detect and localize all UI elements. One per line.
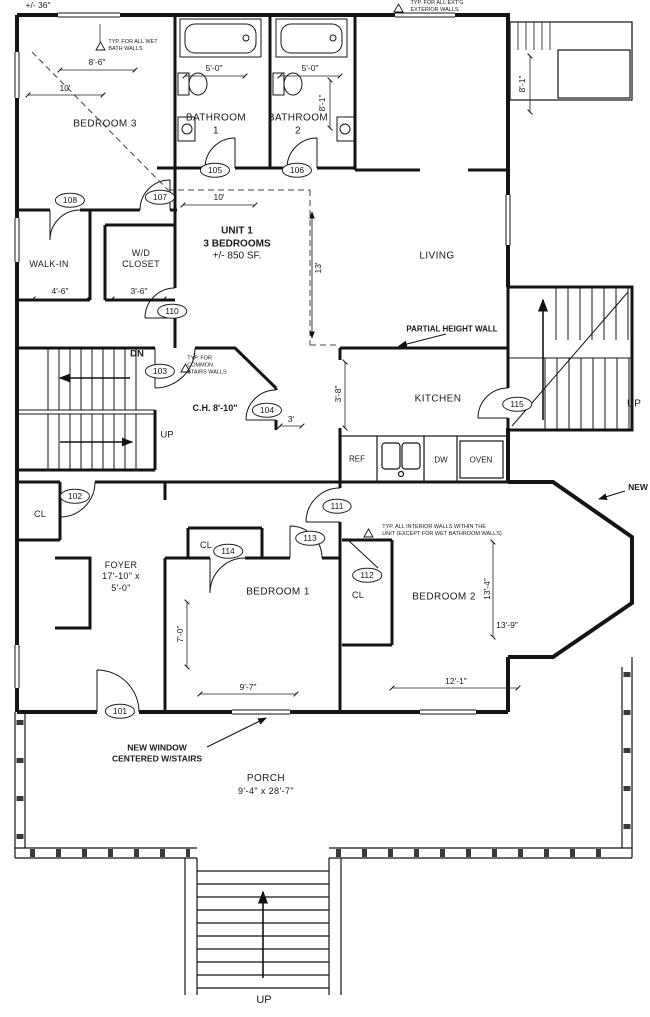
dim-walkin-width: 4'-6" bbox=[51, 286, 69, 296]
dim-bedroom2-diag: 13'-9" bbox=[496, 620, 518, 630]
note-common-stairs-walls: TYP. FOR COMMON STAIRS WALLS bbox=[187, 355, 227, 376]
note-arrows bbox=[206, 333, 626, 748]
room-label-bathroom1: BATHROOM 1 bbox=[185, 112, 247, 137]
bathroom-fixtures bbox=[177, 18, 355, 142]
stair-up-interior-label: UP bbox=[160, 429, 174, 441]
stair-dn-label: DN bbox=[130, 348, 144, 360]
room-label-foyer: FOYER 17'-10" x 5'-0" bbox=[102, 560, 140, 593]
dim-hall-width: 10' bbox=[213, 192, 225, 202]
new-window-right-label: NEW bbox=[628, 482, 648, 492]
rear-deck bbox=[509, 21, 633, 101]
dim-bedroom2-depth: 13'-4" bbox=[482, 578, 492, 600]
closet-label-bedroom2: CL bbox=[351, 590, 365, 600]
room-label-walkin: WALK-IN bbox=[29, 259, 69, 269]
note-new-window: NEW WINDOW CENTERED W/STAIRS bbox=[111, 742, 203, 763]
appliance-dw-label: DW bbox=[434, 455, 448, 465]
dim-bedroom3-width2: 10' bbox=[59, 83, 71, 93]
door-tag-107: 107 bbox=[144, 189, 176, 205]
door-tag-104: 104 bbox=[251, 402, 283, 418]
porch bbox=[14, 657, 633, 859]
door-swings bbox=[49, 137, 509, 713]
dim-bathroom2-width: 5'-0" bbox=[301, 63, 319, 73]
door-tag-115: 115 bbox=[502, 396, 532, 412]
common-stair bbox=[508, 287, 632, 430]
door-tag-105: 105 bbox=[199, 162, 231, 178]
dim-ceiling-height: C.H. 8'-10" bbox=[192, 403, 238, 413]
dim-bedroom2-width: 12'-1" bbox=[445, 676, 467, 686]
room-label-bedroom3: BEDROOM 3 bbox=[73, 118, 137, 130]
dim-unit-depth: 13' bbox=[313, 262, 323, 274]
stair-up-porch-label: UP bbox=[256, 994, 272, 1006]
door-tag-108: 108 bbox=[54, 192, 86, 208]
porch-stairs bbox=[184, 858, 342, 995]
unit-info: UNIT 1 3 BEDROOMS +/- 850 SF. bbox=[203, 225, 271, 262]
kitchen-fixtures bbox=[340, 435, 508, 483]
room-label-bathroom2: BATHROOM 2 bbox=[267, 112, 329, 137]
note-partial-height-wall: PARTIAL HEIGHT WALL bbox=[406, 324, 498, 334]
room-label-living: LIVING bbox=[419, 250, 455, 262]
note-exterior-walls: TYP. FOR ALL EXT'G EXTERIOR WALLS bbox=[410, 0, 464, 13]
note-interior-walls: TYP. ALL INTERIOR WALLS WITHIN THE UNIT … bbox=[382, 523, 502, 537]
door-tag-101: 101 bbox=[104, 703, 136, 719]
dim-top-left-partial: +/- 36" bbox=[25, 0, 51, 10]
interior-stair bbox=[17, 348, 155, 470]
door-tag-112: 112 bbox=[352, 567, 382, 583]
room-label-bedroom2: BEDROOM 2 bbox=[412, 591, 476, 603]
closet-label-foyer: CL bbox=[33, 509, 47, 519]
keynote-triangles bbox=[95, 3, 404, 538]
appliance-ref-label: REF bbox=[349, 454, 365, 464]
door-tag-110: 110 bbox=[157, 303, 187, 319]
dim-bathroom2-depth: 8'-1" bbox=[317, 94, 327, 112]
dim-bedroom1-width: 9'-7" bbox=[239, 682, 257, 692]
door-tag-111: 111 bbox=[322, 498, 352, 514]
door-tag-113: 113 bbox=[295, 530, 325, 546]
door-tag-106: 106 bbox=[281, 162, 313, 178]
windows bbox=[14, 12, 511, 715]
closet-label-hall: CL bbox=[199, 540, 213, 550]
appliance-oven-label: OVEN bbox=[469, 455, 493, 465]
dim-bedroom1-depth: 7'-0" bbox=[175, 625, 185, 643]
dim-deck-depth: 8'-1" bbox=[517, 75, 527, 93]
dim-wd-width: 3'-6" bbox=[130, 286, 148, 296]
door-tag-114: 114 bbox=[213, 543, 243, 559]
note-wet-bath-walls: TYP. FOR ALL WET BATH WALLS bbox=[108, 38, 158, 52]
door-tag-102: 102 bbox=[59, 488, 91, 504]
stair-up-common-label: UP bbox=[627, 398, 641, 410]
room-label-bedroom1: BEDROOM 1 bbox=[246, 586, 310, 598]
dim-bedroom3-width: 8'-6" bbox=[88, 57, 106, 67]
room-label-kitchen: KITCHEN bbox=[414, 393, 462, 405]
door-tag-103: 103 bbox=[144, 363, 176, 379]
dim-hall-opening: 3' bbox=[287, 414, 295, 424]
dim-bathroom1-width: 5'-0" bbox=[205, 63, 223, 73]
dimension-lines bbox=[25, 53, 533, 697]
room-label-wd-closet: W/D CLOSET bbox=[122, 247, 160, 269]
room-label-porch: PORCH 9'-4" x 28'-7" bbox=[238, 773, 294, 796]
dim-kitchen-opening: 3'-8" bbox=[333, 385, 343, 403]
